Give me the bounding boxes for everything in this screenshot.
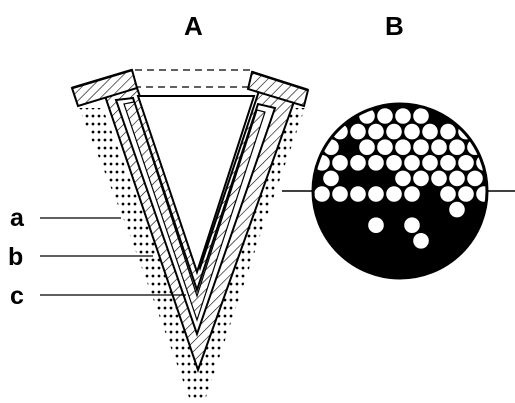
- cell-circle: [413, 170, 430, 187]
- cell-circle: [422, 123, 439, 140]
- cell-circle: [422, 248, 439, 265]
- cell-circle: [314, 186, 331, 203]
- panel-label-b: B: [385, 11, 404, 41]
- cell-circle: [395, 108, 412, 125]
- cell-circle: [359, 201, 376, 218]
- cell-circle: [350, 186, 367, 203]
- cell-circle: [332, 217, 349, 234]
- cell-circle: [476, 186, 493, 203]
- cell-circle: [377, 139, 394, 156]
- cell-circle: [431, 139, 448, 156]
- cell-circle: [458, 217, 475, 234]
- cell-circle: [449, 139, 466, 156]
- cell-circle: [422, 186, 439, 203]
- cell-circle: [323, 170, 340, 187]
- cell-circle: [440, 217, 457, 234]
- cell-circle: [332, 186, 349, 203]
- cell-circle: [341, 139, 358, 156]
- cell-circle: [467, 201, 484, 218]
- cell-circle: [341, 201, 358, 218]
- part-label-a: a: [10, 204, 25, 232]
- cell-circle: [404, 123, 421, 140]
- cell-circle: [368, 123, 385, 140]
- cell-circle: [350, 217, 367, 234]
- cell-circle: [341, 170, 358, 187]
- cell-circle: [350, 123, 367, 140]
- cell-circle: [332, 123, 349, 140]
- cell-circle: [458, 186, 475, 203]
- cell-circle: [413, 139, 430, 156]
- cell-circle: [332, 248, 349, 265]
- panel-a-v-section: [72, 70, 308, 400]
- cell-circle: [413, 232, 430, 249]
- cell-circle: [449, 201, 466, 218]
- cell-circle: [350, 154, 367, 171]
- cell-circle: [395, 232, 412, 249]
- cell-circle: [359, 139, 376, 156]
- cell-circle: [431, 201, 448, 218]
- cell-circle: [368, 186, 385, 203]
- cell-circle: [467, 170, 484, 187]
- cell-circle: [368, 217, 385, 234]
- cell-circle: [395, 201, 412, 218]
- cell-circle: [395, 139, 412, 156]
- cell-circle: [413, 201, 430, 218]
- cell-circle: [440, 186, 457, 203]
- cell-circle: [386, 248, 403, 265]
- part-label-c: c: [10, 282, 24, 310]
- cell-circle: [449, 232, 466, 249]
- cell-circle: [431, 170, 448, 187]
- panel-b-circle: [282, 104, 515, 280]
- cell-circle: [386, 217, 403, 234]
- cell-circle: [404, 217, 421, 234]
- cell-circle: [341, 232, 358, 249]
- cell-circle: [422, 154, 439, 171]
- cell-circle: [359, 170, 376, 187]
- cell-circle: [323, 201, 340, 218]
- cell-circle: [404, 186, 421, 203]
- cell-circle: [404, 154, 421, 171]
- cell-circle: [377, 232, 394, 249]
- cell-circle: [458, 154, 475, 171]
- cell-circle: [368, 154, 385, 171]
- cell-circle: [458, 123, 475, 140]
- cell-circle: [431, 232, 448, 249]
- cell-circle: [368, 248, 385, 265]
- cell-circle: [440, 154, 457, 171]
- cell-circle: [395, 170, 412, 187]
- cell-circle: [386, 186, 403, 203]
- cell-circle: [413, 108, 430, 125]
- cell-circle: [332, 154, 349, 171]
- panel-label-a: A: [184, 11, 203, 41]
- cell-circle: [377, 201, 394, 218]
- cell-circle: [422, 217, 439, 234]
- cell-circle: [404, 248, 421, 265]
- cell-circle: [386, 154, 403, 171]
- part-label-b: b: [8, 243, 23, 271]
- cell-circle: [386, 123, 403, 140]
- cell-circle: [359, 232, 376, 249]
- cell-circle: [449, 170, 466, 187]
- cell-circle: [377, 170, 394, 187]
- cell-circle: [440, 123, 457, 140]
- cell-circle: [377, 108, 394, 125]
